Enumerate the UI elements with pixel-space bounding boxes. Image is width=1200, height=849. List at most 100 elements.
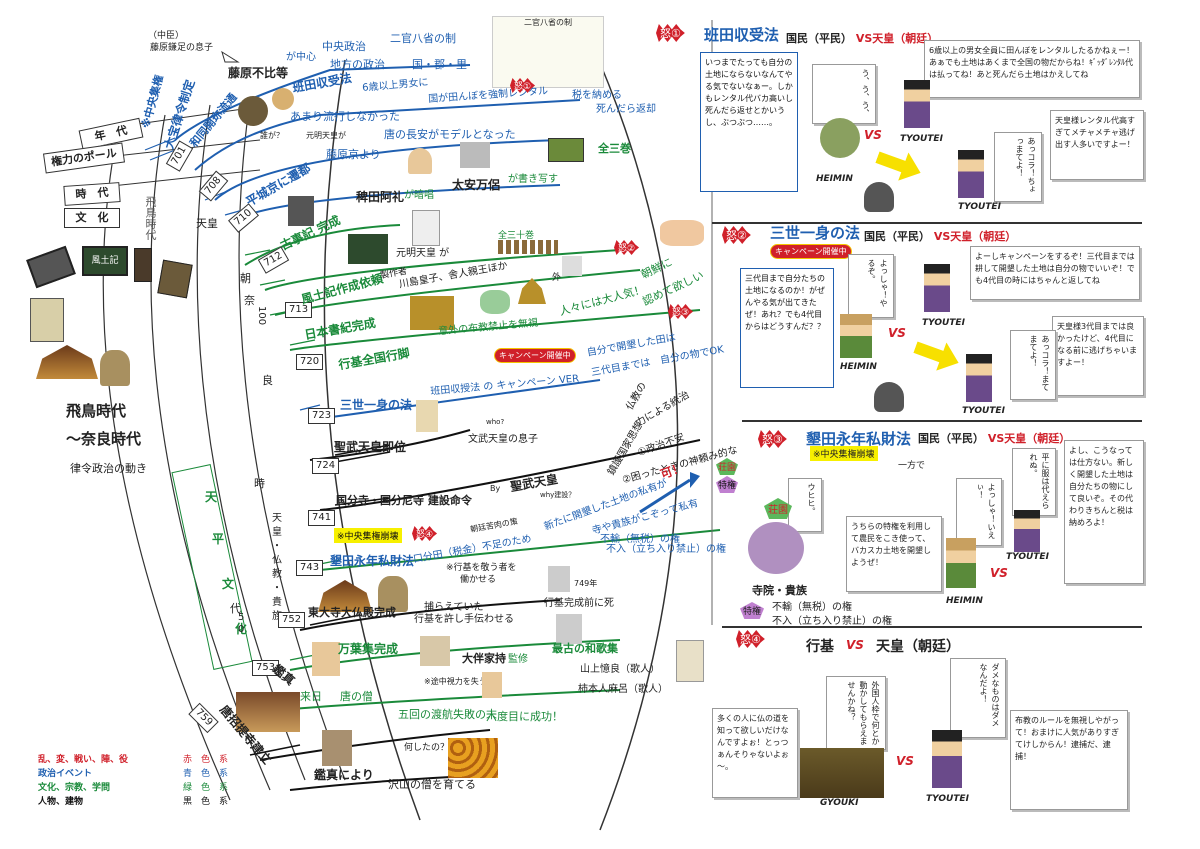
label: 最古の和歌集 bbox=[552, 642, 618, 655]
era-subtitle: 律令政治の動き bbox=[70, 462, 147, 475]
campaign-badge: キャンペーン開催中 bbox=[494, 348, 576, 363]
label: who? bbox=[486, 418, 505, 426]
person-fujiwara: 藤原不比等 bbox=[228, 66, 289, 80]
coin-icon bbox=[238, 96, 268, 126]
tenpyo-char: 天 bbox=[205, 490, 218, 504]
panel4-small2: ダメなものはダメなんだよ！ bbox=[950, 658, 1006, 738]
book-icon bbox=[288, 196, 314, 226]
todai-label: 東大寺大仏殿完成 bbox=[308, 606, 396, 619]
radial-ryou: 良 bbox=[262, 374, 273, 387]
name-heimin: HEIMIN bbox=[946, 596, 983, 606]
portrait-icon bbox=[556, 614, 582, 644]
runner-icon bbox=[864, 182, 894, 212]
note: （中臣） bbox=[148, 31, 185, 41]
panel2-small1: よっしゃ！やるぞ。 bbox=[848, 254, 894, 318]
label: 不入（立ち入り禁止）の権 bbox=[772, 616, 892, 627]
label: 外 bbox=[552, 273, 562, 283]
label: 山上憶良（歌人） bbox=[580, 664, 660, 675]
label: 監修 bbox=[508, 654, 528, 665]
name-heimin: HEIMIN bbox=[840, 362, 877, 372]
label: 中央政治 bbox=[322, 40, 366, 53]
era-title-1: 飛鳥時代 bbox=[66, 402, 127, 420]
label: 死んだら返却 bbox=[596, 104, 656, 115]
person-hieda: 稗田阿礼 bbox=[356, 190, 405, 204]
gyoki-portrait bbox=[800, 748, 884, 798]
panel1-tenno-bubble: 6歳以上の男女全員に田んぼをレンタルしたるかねぇー！あぁでも土地はあくまで全国の… bbox=[924, 40, 1140, 98]
label: 不輸（無税）の権 bbox=[772, 602, 852, 613]
name-heimin: HEIMIN bbox=[816, 174, 853, 184]
portrait-icon bbox=[548, 566, 570, 592]
radial-toki: 時 bbox=[254, 477, 265, 490]
label: 沢山の僧を育てる bbox=[388, 778, 476, 791]
scroll-icon bbox=[410, 296, 454, 330]
panel1-title: 班田収受法 bbox=[704, 26, 780, 44]
header-label: 年 代 bbox=[93, 123, 129, 144]
label: 不輸（無税）の権 bbox=[600, 534, 680, 545]
label: が暗唱 bbox=[404, 190, 434, 201]
jiin-label: 寺院・貴族 bbox=[752, 584, 807, 597]
label: 唐の僧 bbox=[340, 690, 373, 703]
kizoku-figure bbox=[748, 522, 804, 574]
label: 捕らえていた bbox=[424, 602, 484, 613]
radial-tenno: 天皇 bbox=[196, 217, 218, 230]
name-gyouki: GYOUKI bbox=[820, 798, 859, 808]
header-bunka: 文 化 bbox=[64, 208, 120, 228]
year-752: 752 bbox=[278, 612, 306, 628]
panel3-kizoku-bubble: うちらの特権を利用して農民をこき使って、バカスカ土地を開墾しようぜ！ bbox=[846, 516, 942, 592]
label: 749年 bbox=[574, 579, 598, 588]
label: 文武天皇の息子 bbox=[468, 434, 538, 445]
panel2-tenno-bubble: よーしキャンペーンをするぞ！三代目までは耕して開墾した土地は自分の物でいいぞ！で… bbox=[970, 246, 1140, 300]
legend-row: 乱、変、戦い、陣、役赤 色 系 bbox=[38, 755, 228, 765]
name-tyoutei: TYOUTEI bbox=[958, 202, 1001, 212]
fudoki-book-icon: 風土記 bbox=[82, 246, 128, 276]
label: 何したの？ bbox=[404, 743, 450, 753]
tenno-figure bbox=[1014, 510, 1040, 552]
portrait-icon bbox=[420, 636, 450, 666]
book-icon bbox=[348, 234, 388, 264]
label: 藤原京より bbox=[326, 148, 381, 161]
tokken-badge: 特権 bbox=[716, 476, 739, 493]
panel2-tenno-bubble2: 天皇様3代目までは良かったけど、4代目になる前に逃げちゃいますよー！ bbox=[1052, 316, 1144, 396]
ganjin-statue-icon bbox=[322, 730, 352, 766]
label: 国・郡・里 bbox=[412, 58, 467, 71]
divider bbox=[722, 626, 1142, 628]
panel3-title: 墾田永年私財法 bbox=[806, 430, 912, 448]
speaker-icon bbox=[562, 256, 582, 276]
buddha-icon bbox=[378, 576, 408, 612]
vs-label: VS bbox=[990, 566, 1008, 580]
panel1-tenno-bubble2: 天皇様レンタル代高すぎてメチャメチャ逃げ出す人多いですよー！ bbox=[1050, 110, 1144, 180]
bear-icon bbox=[272, 88, 294, 110]
kokubunji-label: 国分寺・国分尼寺 建設命令 bbox=[336, 494, 472, 507]
book-icon bbox=[157, 259, 193, 299]
name-tyoutei: TYOUTEI bbox=[922, 318, 965, 328]
writer-icon bbox=[460, 142, 490, 168]
radial-chou: 朝 bbox=[240, 272, 251, 285]
name-tyoutei: TYOUTEI bbox=[926, 794, 969, 804]
runner-icon bbox=[874, 382, 904, 412]
year-743: 743 bbox=[296, 560, 324, 576]
monks-icon bbox=[448, 738, 498, 778]
era-label: 飛鳥時代 bbox=[144, 196, 157, 240]
shoen-badge: 荘園 bbox=[764, 498, 792, 519]
label: 唐の長安がモデルとなった bbox=[384, 128, 516, 141]
label: why建設？ bbox=[540, 491, 576, 499]
tokken-badge: 特権 bbox=[740, 602, 765, 619]
year-753: 753 bbox=[252, 660, 280, 676]
legend-row: 文化、宗教、学問緑 色 系 bbox=[38, 783, 228, 793]
panel1-versus: 国民（平民） VS天皇（朝廷） bbox=[786, 32, 939, 45]
panel4-tenno-bubble: 布教のルールを無視しやがって！おまけに人気がありすぎてけしからん！逮捕だ、逮捕！ bbox=[1010, 710, 1128, 810]
label: 全三巻 bbox=[598, 142, 631, 155]
label: 行基完成前に死 bbox=[544, 598, 614, 609]
tenpyo-char: 化 bbox=[235, 622, 248, 636]
campaign-badge: キャンペーン開催中 bbox=[770, 244, 852, 259]
label: ※行基を敬う者を bbox=[446, 563, 517, 573]
nikan-chart: 二官八省の制 bbox=[492, 16, 604, 88]
vs-label: VS bbox=[864, 128, 882, 142]
header-label: 時 代 bbox=[75, 185, 109, 202]
books-row-icon bbox=[498, 240, 558, 254]
label: 元明天皇 が bbox=[396, 248, 450, 259]
color-legend: 乱、変、戦い、陣、役赤 色 系 政治イベント青 色 系 文化、宗教、学問緑 色 … bbox=[38, 753, 228, 809]
panel3-small1: ウヒヒ。 bbox=[788, 478, 822, 532]
year-724: 724 bbox=[312, 458, 340, 474]
